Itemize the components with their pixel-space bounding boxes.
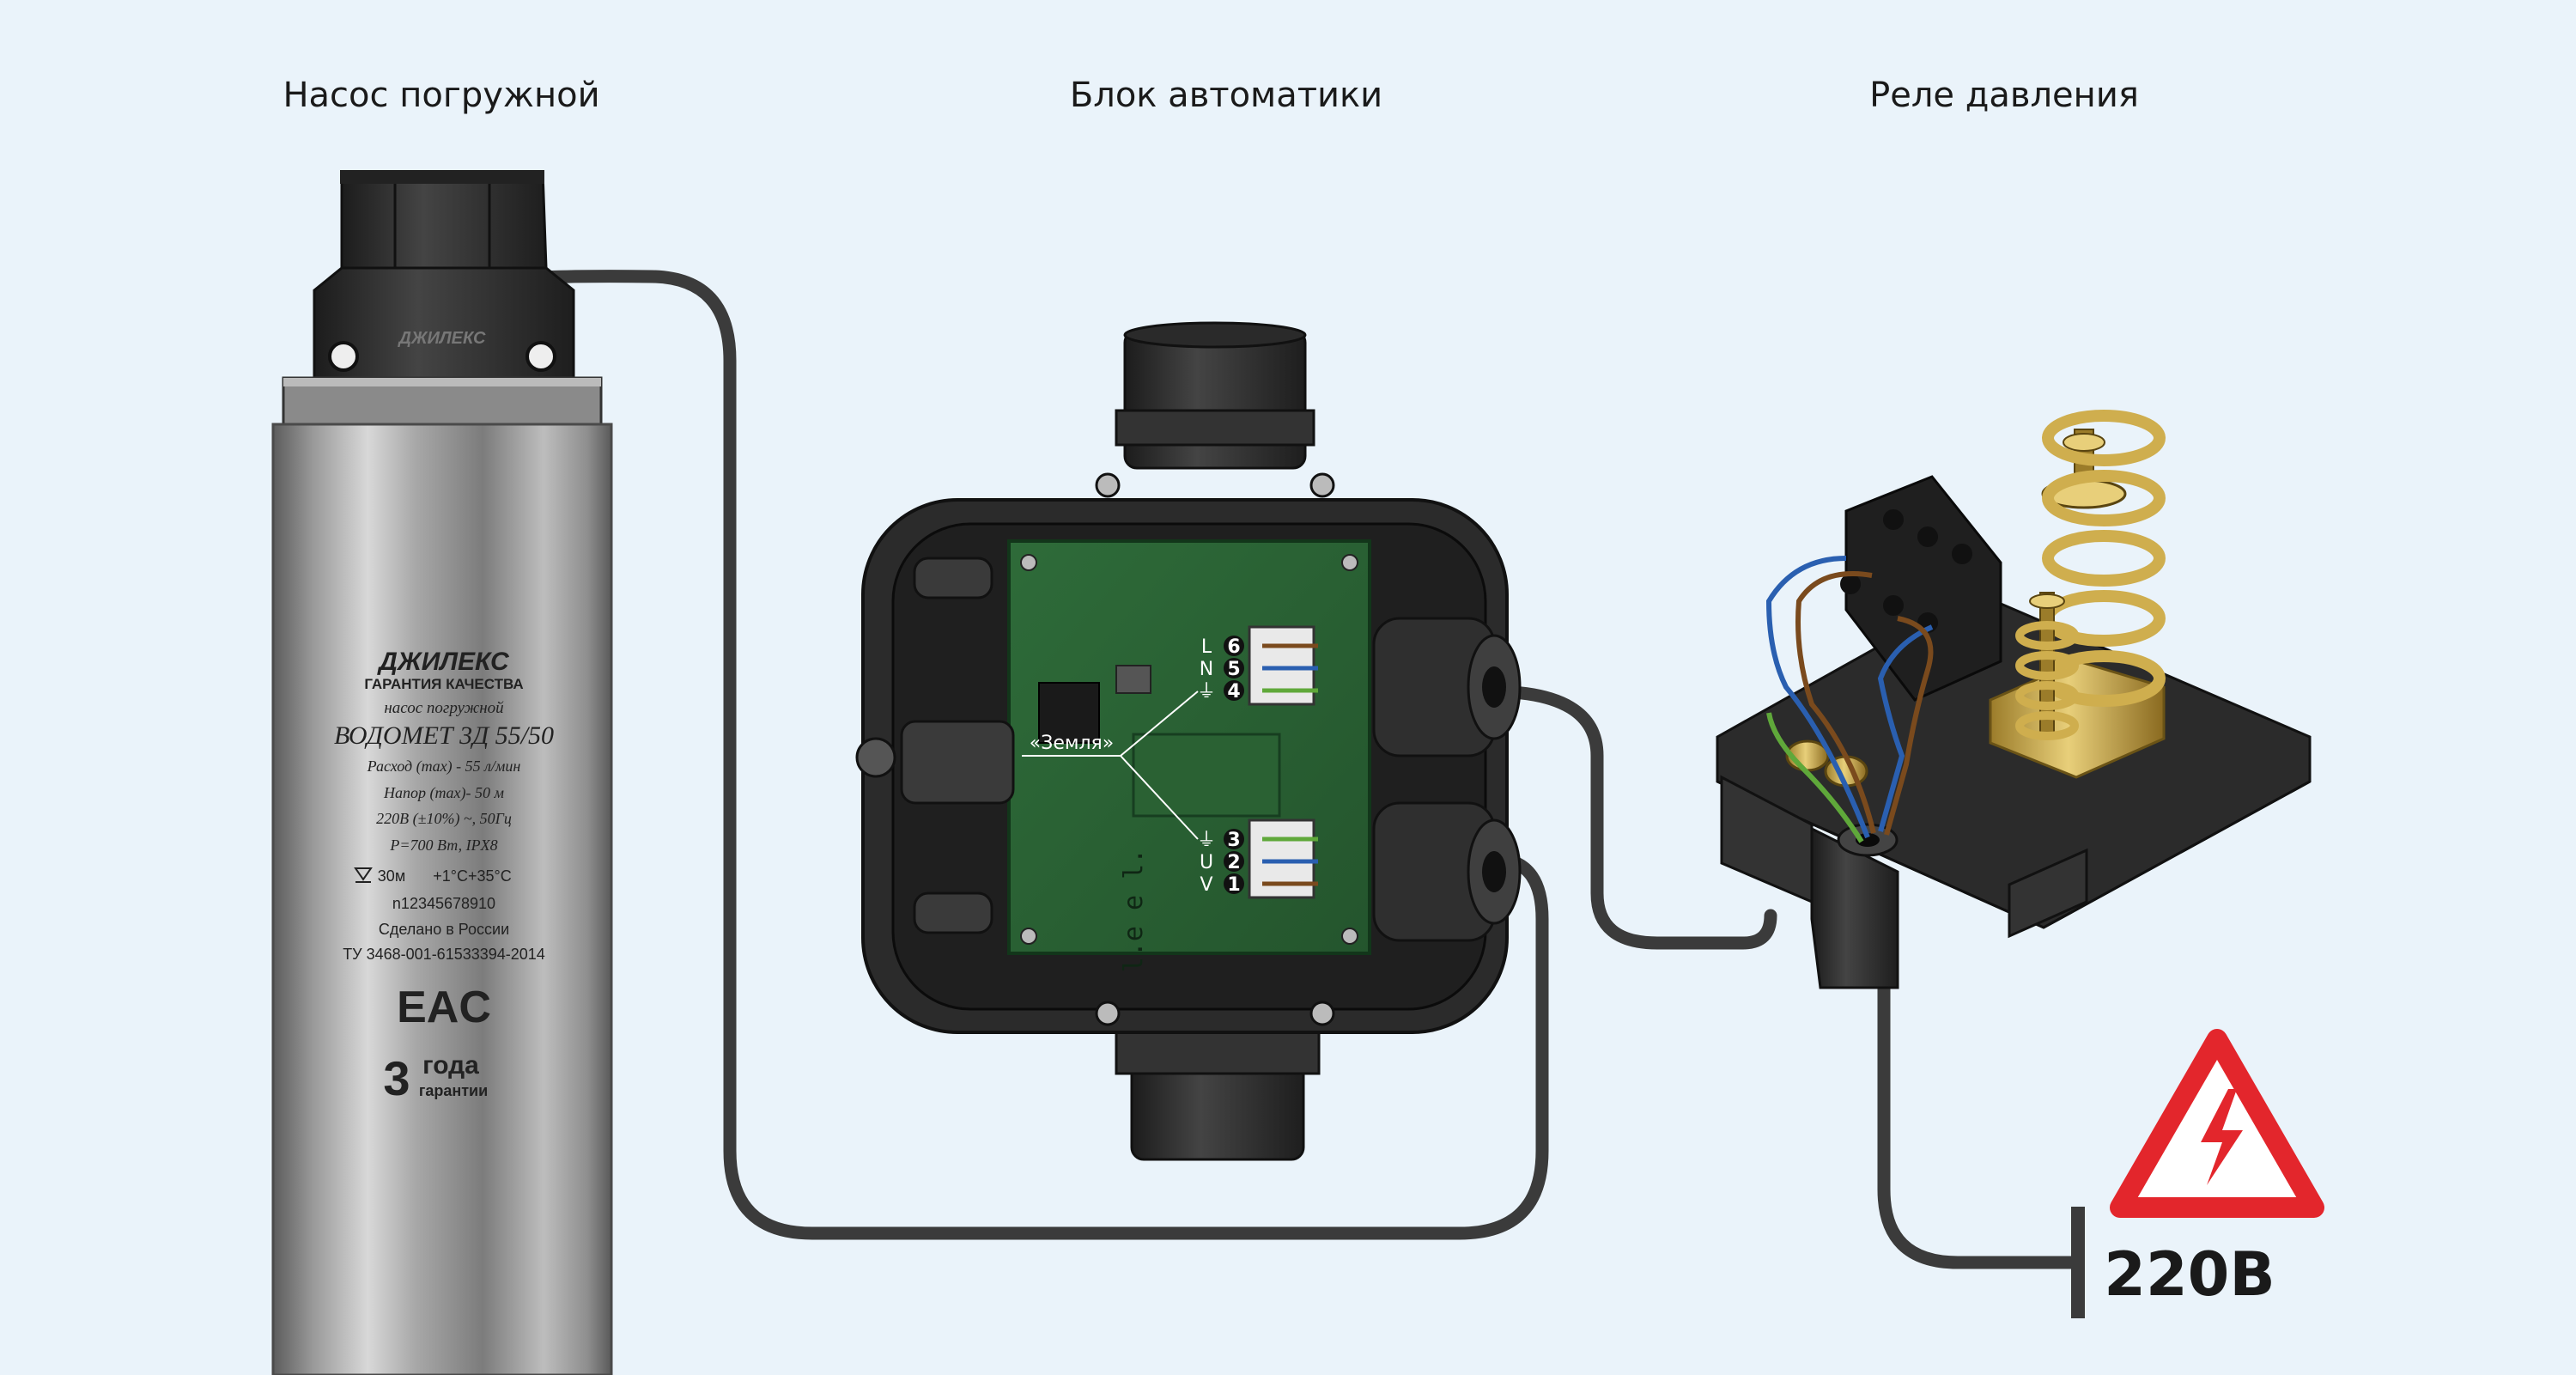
terminal-4 xyxy=(1224,680,1244,701)
eac-mark: EAC xyxy=(397,983,491,1032)
ground-label: «Земля» xyxy=(1030,733,1114,754)
svg-text:6: 6 xyxy=(1227,636,1240,658)
brand-sub-text: ГАРАНТИЯ КАЧЕСТВА xyxy=(364,676,523,692)
screw-icon xyxy=(526,341,556,372)
mains-voltage-label: 220В xyxy=(2104,1239,2275,1310)
terminal-L-label: L xyxy=(1201,636,1212,658)
serial-text: n12345678910 xyxy=(392,895,495,912)
svg-text:4: 4 xyxy=(1227,681,1240,703)
voltage-text: 220В (±10%) ~, 50Гц xyxy=(376,810,512,828)
cable-switch-to-mains xyxy=(1877,981,2085,1318)
pcb-text: l.e e l. xyxy=(1119,849,1149,973)
control-unit: l.e e l. xyxy=(855,321,1522,1161)
pump-model-text: ВОДОМЕТ 3Д 55/50 xyxy=(334,721,554,750)
head-text: Напор (max)- 50 м xyxy=(383,784,504,802)
screw-icon xyxy=(328,341,359,372)
control-unit-title: Блок автоматики xyxy=(1069,76,1383,115)
terminal-5 xyxy=(1224,658,1244,678)
svg-text:5: 5 xyxy=(1227,659,1240,680)
ground-symbol-icon: ⏚ xyxy=(1197,830,1216,851)
cable-gland-bottom xyxy=(1372,801,1522,942)
terminal-2 xyxy=(1224,851,1244,872)
terminal-1 xyxy=(1224,873,1244,894)
warranty-word: года xyxy=(422,1051,479,1080)
terminal-block-top: 6 5 4 L N ⏚ xyxy=(1197,625,1318,706)
pump-label: ДЖИЛЕКС ГАРАНТИЯ КАЧЕСТВА насос погружно… xyxy=(334,648,554,1105)
terminal-U-label: U xyxy=(1200,852,1213,873)
flow-text: Расход (max) - 55 л/мин xyxy=(367,757,521,776)
mains-plug-terminal xyxy=(2071,1207,2085,1318)
small-spring xyxy=(2015,592,2079,740)
terminal-N-label: N xyxy=(1200,659,1213,680)
made-in-text: Сделано в России xyxy=(379,921,509,938)
terminal-6 xyxy=(1224,636,1244,656)
depth-text: 30м xyxy=(378,867,405,885)
warranty-sub: гарантии xyxy=(419,1082,488,1099)
svg-text:3: 3 xyxy=(1227,830,1240,851)
terminal-block-bottom: 3 2 1 ⏚ U V xyxy=(1197,818,1318,899)
terminal-tower xyxy=(1844,475,2002,702)
pressure-switch-title: Реле давления xyxy=(1869,76,2139,115)
tu-text: ТУ 3468-001-61533394-2014 xyxy=(343,946,545,963)
cap-brand-text: ДЖИЛЕКС xyxy=(398,329,486,348)
ground-callout: «Земля» xyxy=(1022,691,1199,840)
cable-pump-to-control xyxy=(474,270,1549,1240)
cable-gland-top xyxy=(1372,617,1522,757)
submersible-pump: ДЖИЛЕКС ДЖИЛЕКС ГАРАНТИЯ КАЧЕСТВА насос … xyxy=(271,170,613,1375)
svg-text:2: 2 xyxy=(1227,852,1240,873)
cable-control-to-switch xyxy=(1483,684,1777,950)
depth-icon xyxy=(354,867,373,883)
terminal-V-label: V xyxy=(1200,874,1212,896)
pump-title: Насос погружной xyxy=(283,76,600,115)
svg-text:1: 1 xyxy=(1227,874,1240,896)
temp-text: +1°C+35°C xyxy=(433,867,511,885)
brand-logo-text: ДЖИЛЕКС xyxy=(376,648,510,676)
high-voltage-warning-icon xyxy=(2110,1029,2324,1218)
pump-type-text: насос погружной xyxy=(384,699,504,717)
warranty-number: 3 xyxy=(383,1051,410,1105)
pressure-switch xyxy=(1716,410,2312,989)
power-text: P=700 Вт, IPX8 xyxy=(389,837,497,854)
terminal-3 xyxy=(1224,829,1244,849)
ground-symbol-icon: ⏚ xyxy=(1197,681,1216,703)
